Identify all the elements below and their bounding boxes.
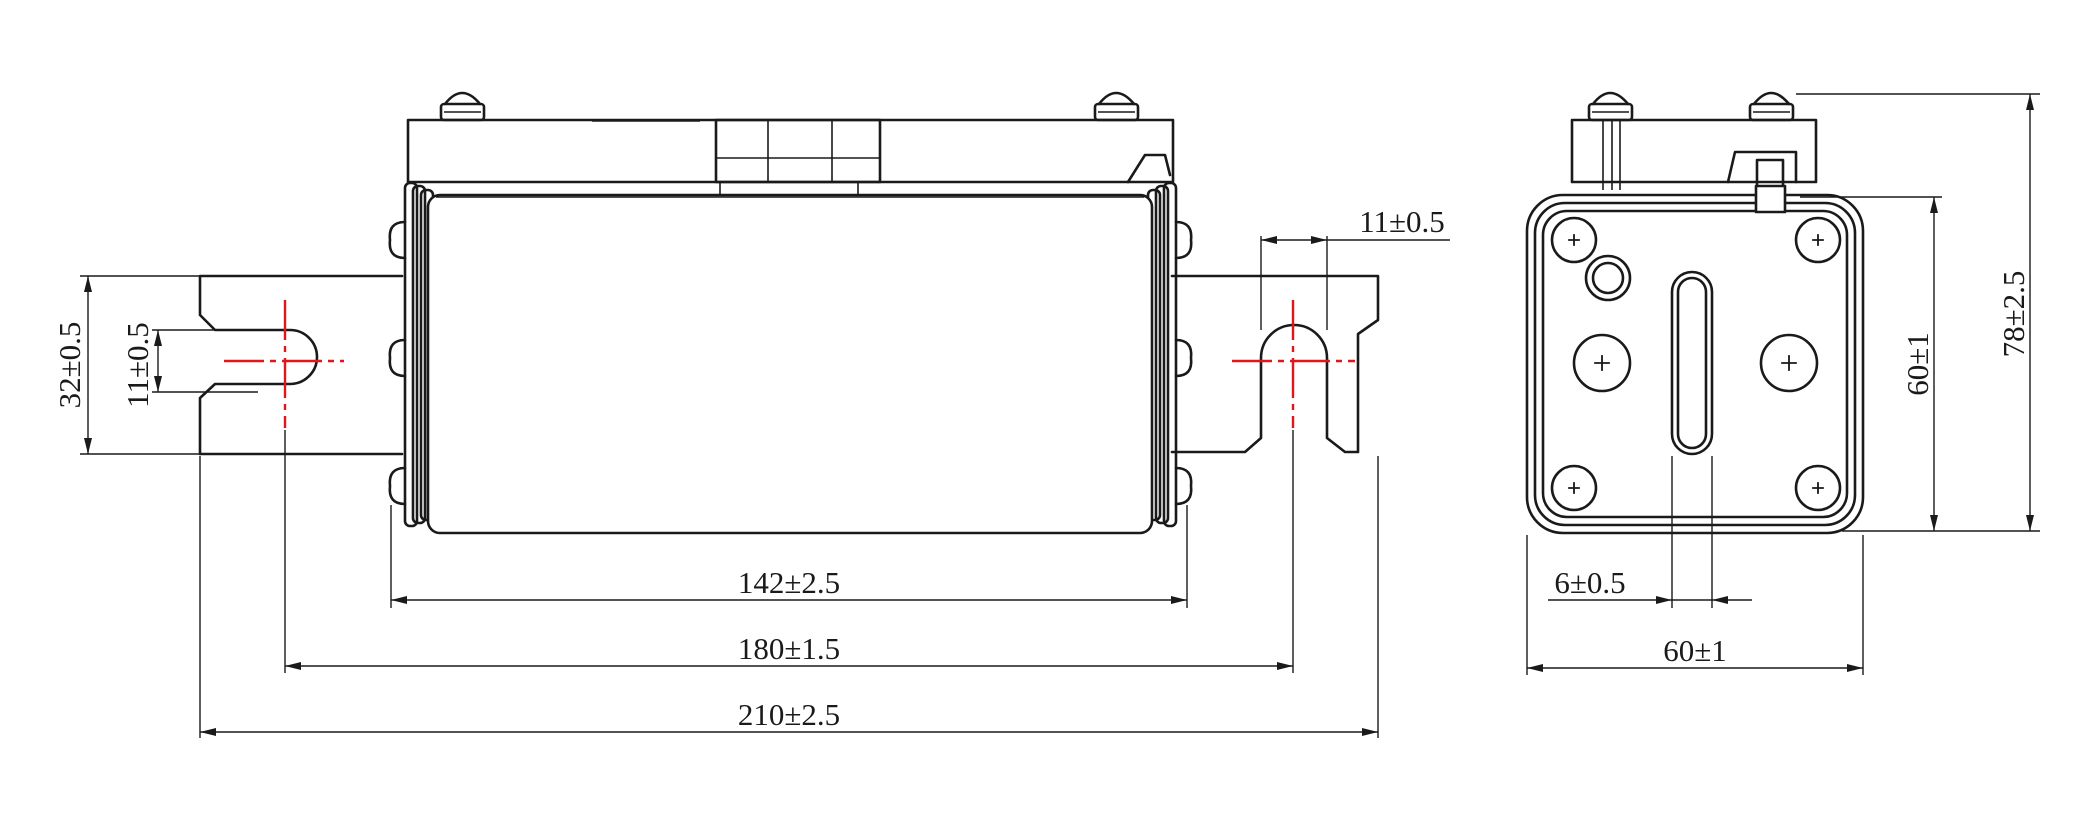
indicator-circle (1584, 254, 1632, 302)
corner-screw-tl (1550, 216, 1598, 264)
dim-side-body-width: 60±1 (1527, 633, 1863, 672)
dim-overall-length: 210±2.5 (200, 697, 1378, 736)
dim-label-side-slot-width: 6±0.5 (1554, 565, 1625, 600)
middle-screw-right (1759, 333, 1819, 393)
latch-cutout (1754, 184, 1787, 214)
dim-blade-width: 32±0.5 (52, 276, 92, 454)
side-slot (1670, 270, 1714, 456)
side-slot-inner (1676, 276, 1708, 450)
dim-label-side-overall-height: 78±2.5 (1996, 271, 2031, 358)
corner-screw-bl (1550, 464, 1598, 512)
dim-side-slot-width: 6±0.5 (1548, 565, 1752, 604)
extension-lines-side (1526, 93, 2040, 675)
corner-screw-tr (1794, 216, 1842, 264)
dim-label-hole-pitch: 180±1.5 (738, 631, 840, 666)
right-terminal-blade (1170, 274, 1380, 454)
side-body-outer (1525, 193, 1865, 535)
dim-slot-width-right: 11±0.5 (1261, 204, 1450, 244)
side-body-inner-2 (1541, 209, 1849, 519)
side-top-screw-right (1748, 91, 1795, 122)
dim-hole-pitch: 180±1.5 (285, 631, 1293, 670)
side-screws-right (1174, 220, 1193, 506)
side-top-screw-left (1587, 91, 1634, 122)
dim-label-blade-width: 32±0.5 (52, 322, 87, 409)
dim-label-slot-width: 11±0.5 (120, 322, 155, 408)
top-cover-plate (406, 118, 1175, 184)
fuse-body (426, 193, 1154, 535)
side-screws-left (388, 220, 407, 506)
top-screw-left (439, 91, 486, 122)
dim-label-overall-length: 210±2.5 (738, 697, 840, 732)
dim-side-body-height: 60±1 (1900, 197, 1938, 531)
front-view: 142±2.5 180±1.5 210±2.5 11±0.5 (52, 91, 1450, 738)
dim-label-side-body-height: 60±1 (1900, 332, 1935, 396)
corner-screw-br (1794, 464, 1842, 512)
centerlines-front (224, 300, 1355, 428)
dim-label-body-length: 142±2.5 (738, 565, 840, 600)
dim-body-length: 142±2.5 (391, 565, 1187, 604)
dim-label-slot-width-right: 11±0.5 (1359, 204, 1445, 239)
dim-label-side-body-width: 60±1 (1663, 633, 1727, 668)
extension-lines-front (80, 236, 1379, 738)
left-terminal-blade (198, 274, 404, 456)
dim-side-overall-height: 78±2.5 (1996, 94, 2034, 531)
side-body-inner-1 (1533, 201, 1857, 527)
side-view: 60±1 78±2.5 60±1 6±0.5 (1525, 91, 2040, 675)
indicator-window (714, 118, 882, 195)
top-screw-right (1093, 91, 1140, 122)
dim-slot-width: 11±0.5 (120, 322, 162, 408)
middle-screw-left (1572, 333, 1632, 393)
